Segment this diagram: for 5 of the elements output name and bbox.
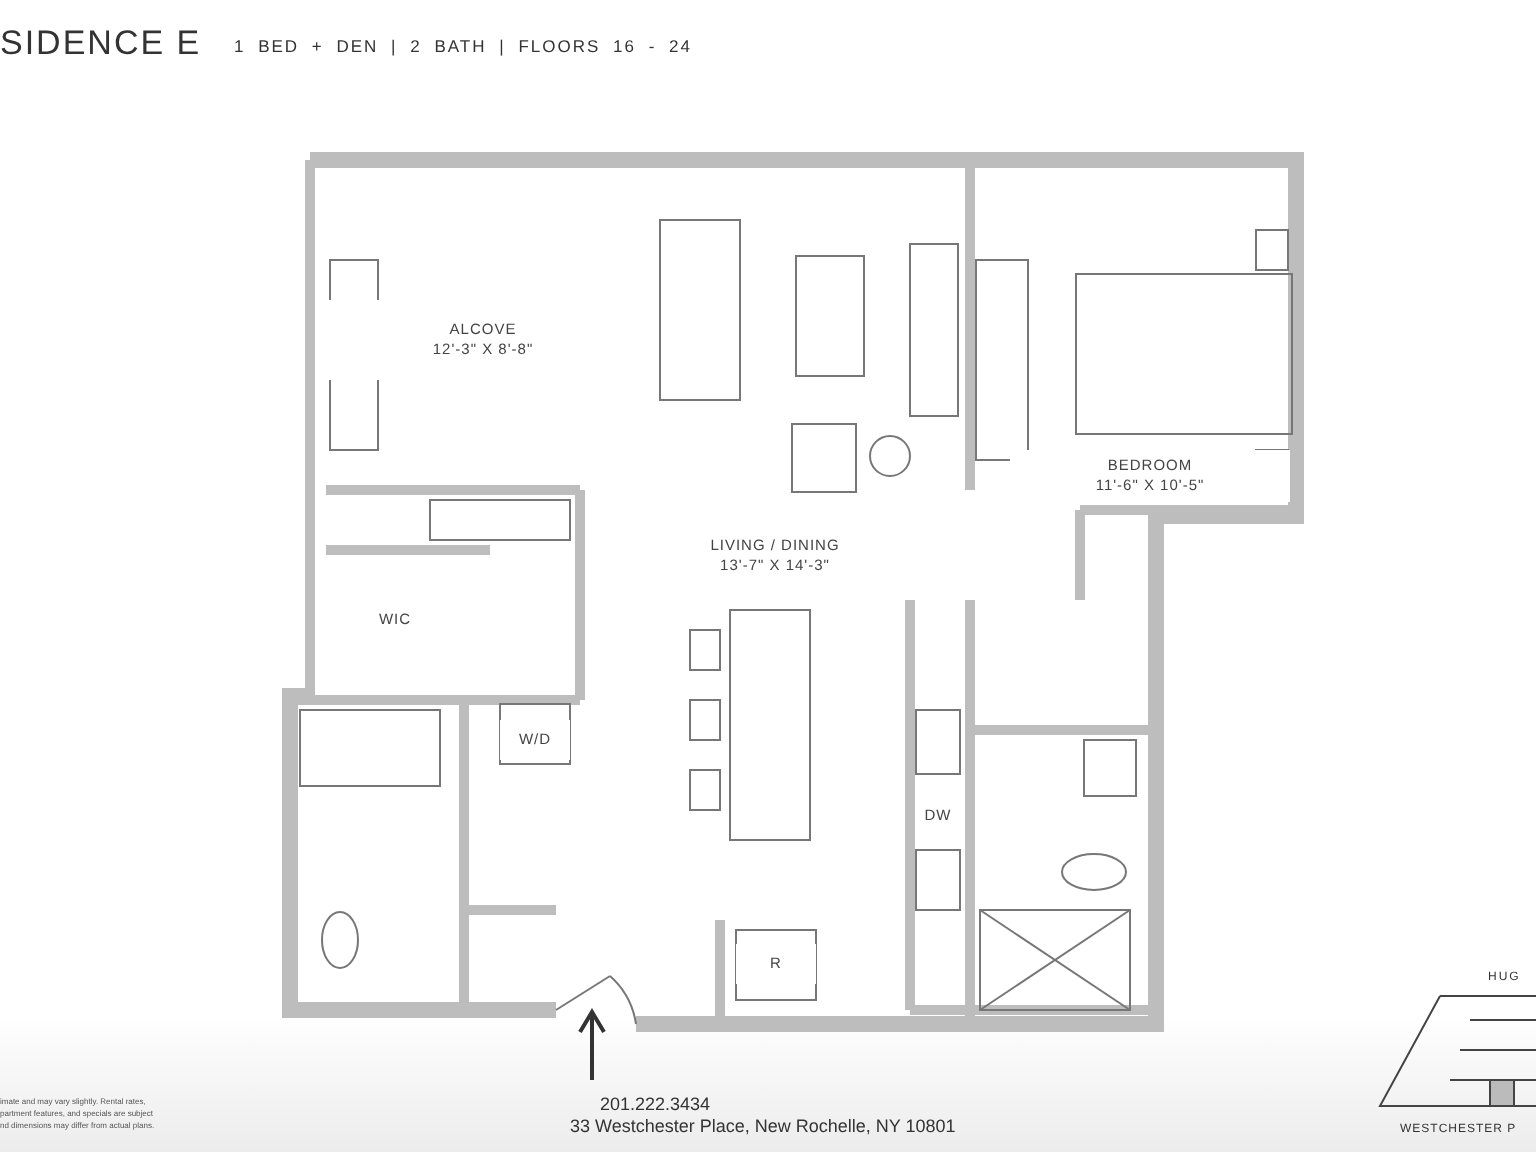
room-floor <box>500 720 570 760</box>
title: SIDENCE E <box>0 24 202 64</box>
phone-number: 201.222.3434 <box>600 1094 711 1114</box>
subtitle: 1 BED + DEN | 2 BATH | FLOORS 16 - 24 <box>234 36 692 56</box>
address: 33 Westchester Place, New Rochelle, NY 10801 <box>570 1116 956 1136</box>
